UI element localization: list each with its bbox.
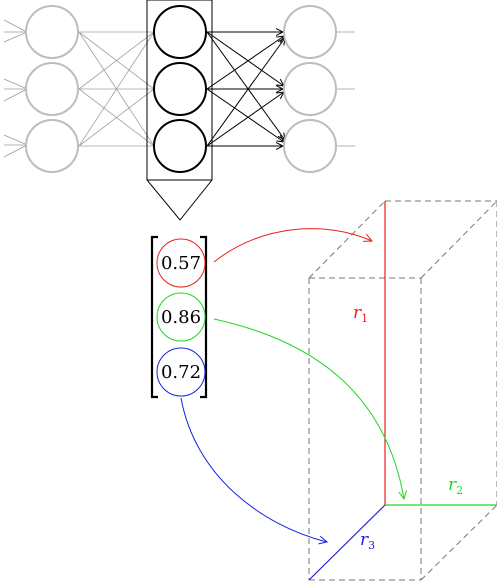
neuron <box>283 5 337 59</box>
hidden-edges-1 <box>78 31 155 147</box>
vector-value-2: 0.86 <box>161 307 201 328</box>
mapping-arrows <box>180 228 404 542</box>
neuron <box>25 62 79 116</box>
right-bracket <box>200 235 208 399</box>
value-circle-1 <box>156 238 206 288</box>
output-edges <box>337 31 355 147</box>
neuron <box>153 5 207 59</box>
neuron <box>25 119 79 173</box>
axis-r3 <box>308 504 386 581</box>
arrow-to-r2 <box>213 318 404 499</box>
input-layer <box>25 5 79 173</box>
value-circle-2 <box>156 292 206 342</box>
left-bracket <box>150 235 158 399</box>
axis-label-r2: r2 <box>448 475 463 497</box>
output-layer <box>283 5 337 173</box>
axes <box>308 201 497 581</box>
neuron <box>283 62 337 116</box>
layer-extraction-box <box>146 0 213 221</box>
vector-value-3: 0.72 <box>161 362 201 383</box>
highlighted-hidden-layer <box>153 5 207 173</box>
neuron <box>283 119 337 173</box>
vector-value-1: 0.57 <box>161 253 201 274</box>
neuron <box>153 119 207 173</box>
value-circle-3 <box>156 347 206 397</box>
arrow-to-r3 <box>180 397 327 542</box>
axis-label-r1: r1 <box>353 303 368 325</box>
neuron <box>25 5 79 59</box>
neural-network <box>3 0 355 221</box>
coordinate-box <box>308 200 497 581</box>
activation-vector: 0.57 0.86 0.72 <box>150 235 208 399</box>
input-edges <box>3 19 26 158</box>
arrow-to-r1 <box>213 228 372 263</box>
axis-label-r3: r3 <box>360 530 375 552</box>
neuron <box>153 62 207 116</box>
hidden-edges-2 <box>206 32 285 146</box>
